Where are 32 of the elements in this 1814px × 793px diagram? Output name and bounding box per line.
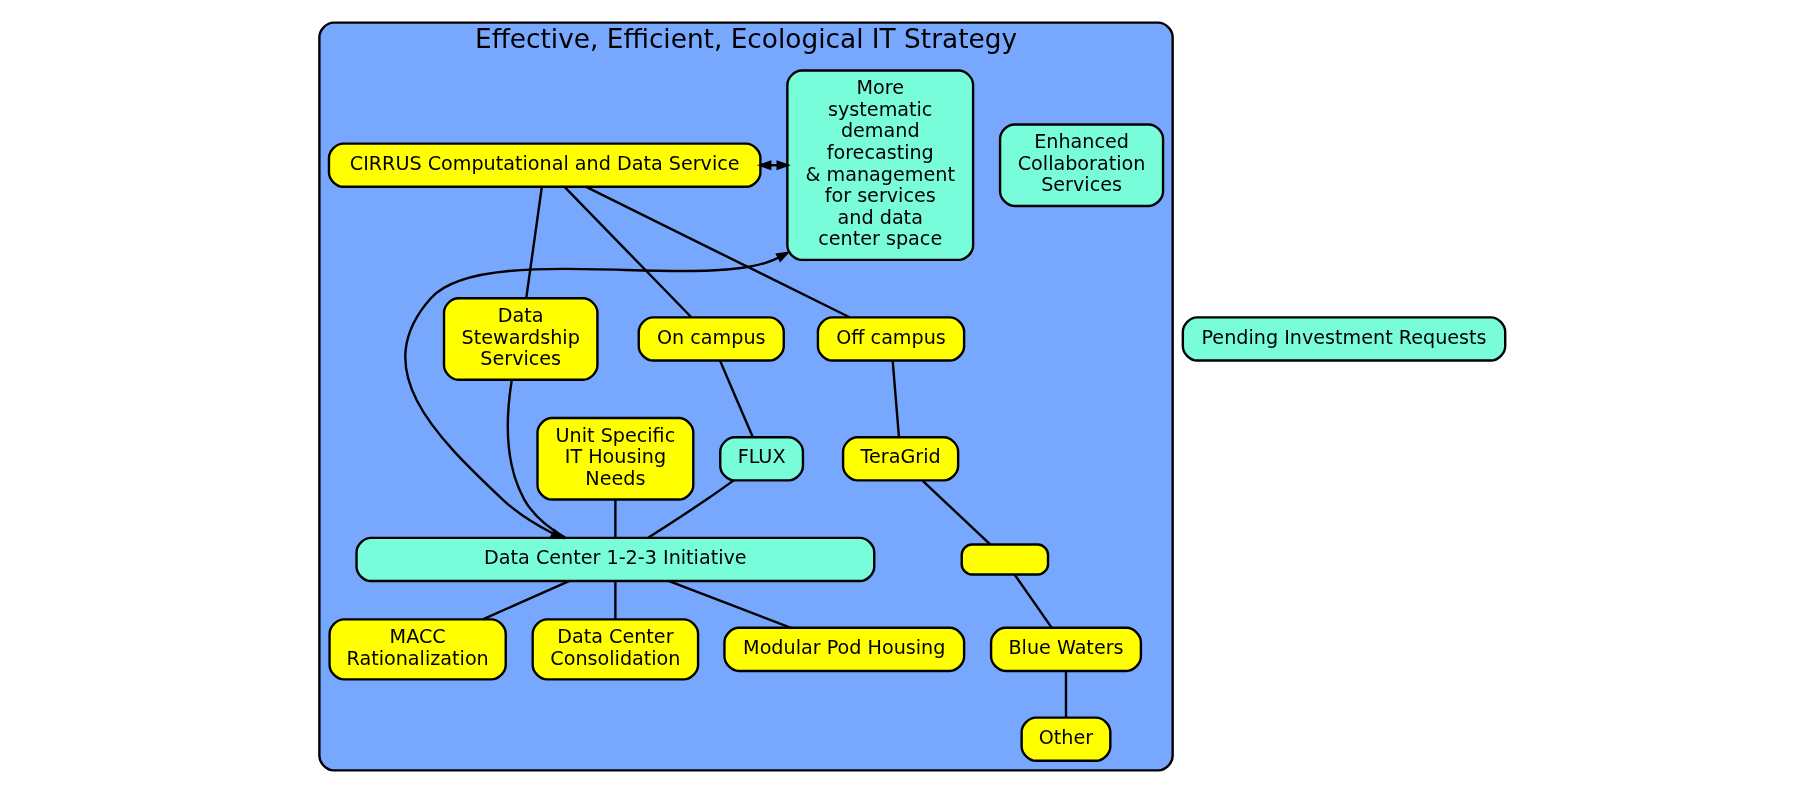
connector [891, 360, 900, 438]
node-box: Blue Waters [989, 626, 1142, 673]
connector [646, 479, 734, 539]
node-box: Off campus [816, 316, 965, 362]
node-box [960, 543, 1049, 576]
node-box: TeraGrid [841, 436, 959, 482]
node-box: Data Center 1-2-3 Initiative [354, 536, 875, 583]
node-box: MACC Rationalization [327, 618, 507, 681]
connector [1013, 574, 1053, 629]
node-box: Enhanced Collaboration Services [998, 123, 1164, 208]
connector [613, 500, 617, 538]
connector [563, 186, 692, 318]
connector [524, 186, 543, 299]
node-box: Other [1019, 716, 1112, 763]
node-box: Modular Pod Housing [722, 626, 965, 673]
node-box: Unit Specific IT Housing Needs [535, 416, 694, 501]
connector [613, 581, 617, 620]
node-box: Data Center Consolidation [531, 618, 699, 681]
node-box: On campus [637, 316, 785, 362]
connector [481, 580, 569, 621]
node-box: Data Stewardship Services [442, 297, 599, 381]
connector [1064, 671, 1067, 718]
arrow [756, 160, 791, 171]
connector [506, 379, 566, 539]
connector [718, 360, 754, 438]
connector [668, 580, 791, 629]
connector [921, 480, 991, 546]
arrow [403, 251, 790, 540]
node-box: Pending Investment Requests [1181, 316, 1506, 362]
node-box: More systematic demand forecasting & management for services and data center space [785, 69, 974, 262]
node-box: FLUX [718, 436, 804, 482]
node-box: CIRRUS Computational and Data Service [327, 142, 762, 188]
